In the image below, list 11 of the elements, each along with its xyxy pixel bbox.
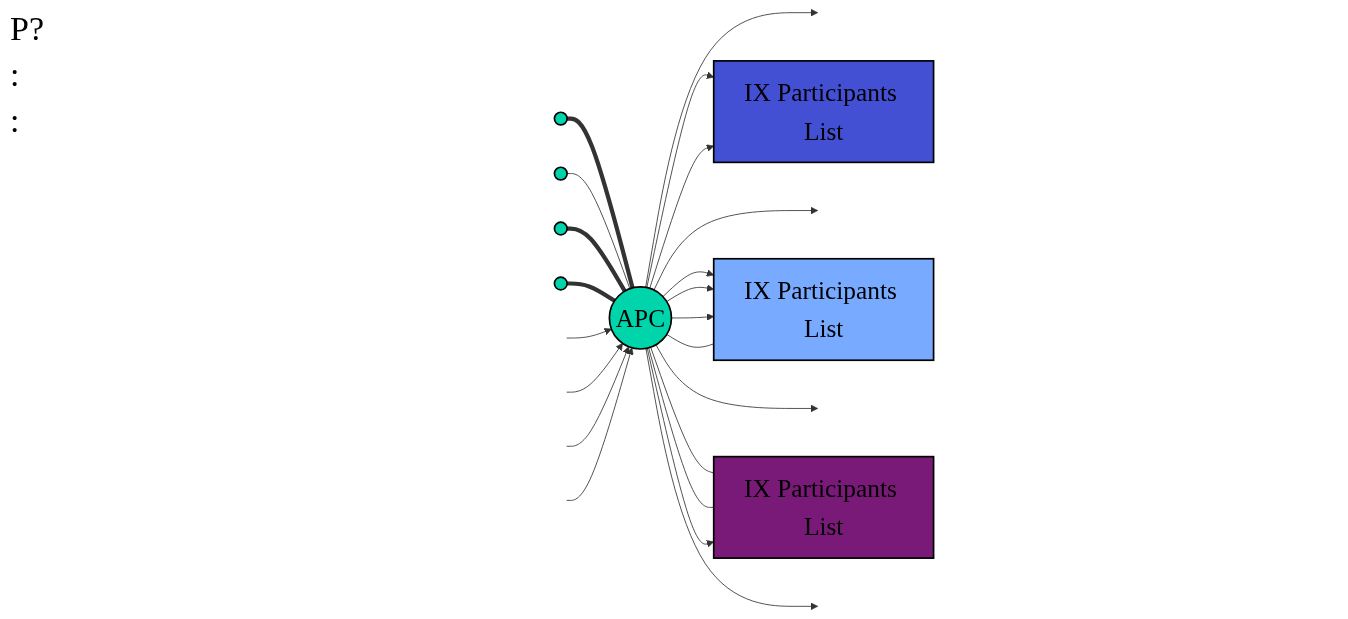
node-circle <box>553 166 568 181</box>
node-circle <box>553 111 568 126</box>
note-text: : <box>10 56 21 94</box>
node-box: IX Participants List <box>712 455 935 559</box>
node-circle: APC <box>608 286 673 350</box>
node-circle <box>553 276 568 291</box>
note-text: P? <box>10 10 45 48</box>
node-box: IX Participants List <box>712 60 935 164</box>
node-circle <box>553 221 568 236</box>
node-box: IX Participants List <box>712 257 935 362</box>
note-text: : <box>10 102 21 140</box>
